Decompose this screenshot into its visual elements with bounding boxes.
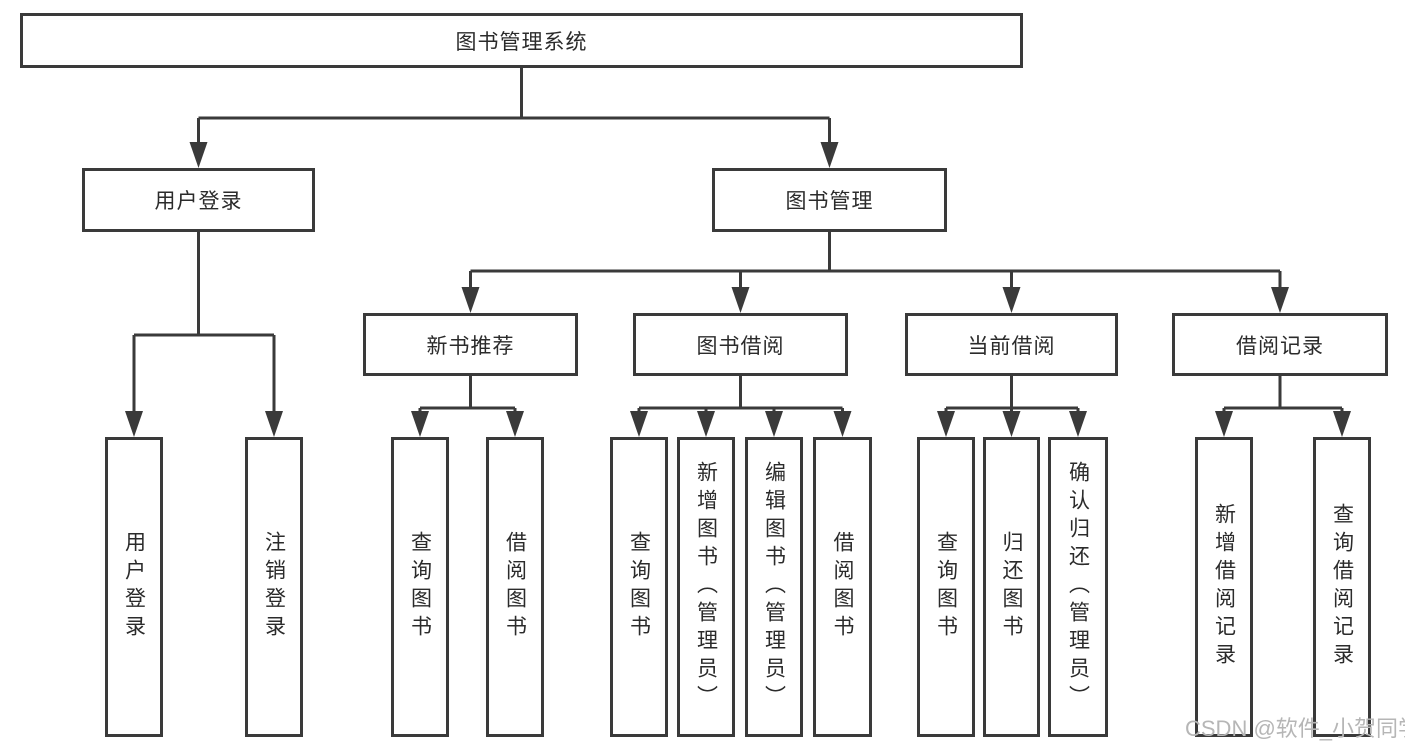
leaf-current-confirm-return-admin: 确认归还（管理员）	[1048, 437, 1108, 737]
leaf-borrow-edit-books-admin-label: 编辑图书（管理员）	[762, 461, 786, 713]
node-book-mgmt-label: 图书管理	[785, 190, 874, 213]
arrowhead-icon	[265, 411, 283, 437]
node-borrow-records: 借阅记录	[1172, 313, 1388, 376]
arrowhead-icon	[833, 411, 852, 437]
arrowhead-icon	[461, 287, 480, 313]
node-user-login: 用户登录	[82, 168, 315, 232]
connector-current-borrow-to-leaves	[937, 376, 1087, 437]
leaf-recommend-query-books-label: 查询图书	[408, 531, 432, 643]
leaf-current-query-books: 查询图书	[917, 437, 975, 737]
arrowhead-icon	[820, 142, 839, 168]
arrowhead-icon	[125, 411, 143, 437]
leaf-records-add-record-label: 新增借阅记录	[1212, 503, 1236, 671]
node-book-mgmt: 图书管理	[712, 168, 947, 232]
connector-book-borrow-to-leaves	[630, 376, 852, 437]
arrowhead-icon	[937, 411, 955, 437]
arrowhead-icon	[731, 287, 750, 313]
leaf-records-query-record-label: 查询借阅记录	[1330, 503, 1354, 671]
connector-line	[637, 376, 844, 412]
leaf-records-query-record: 查询借阅记录	[1313, 437, 1371, 737]
node-new-books: 新书推荐	[363, 313, 578, 376]
arrowhead-icon	[1002, 287, 1021, 313]
connector-line	[1222, 376, 1344, 412]
leaf-borrow-edit-books-admin: 编辑图书（管理员）	[745, 437, 803, 737]
arrowhead-icon	[1271, 287, 1289, 313]
leaf-current-return-books: 归还图书	[983, 437, 1040, 737]
leaf-current-query-books-label: 查询图书	[934, 531, 958, 643]
connector-book-mgmt-to-level3	[461, 232, 1289, 313]
node-user-login-label: 用户登录	[154, 190, 243, 213]
leaf-borrow-borrow-books: 借阅图书	[813, 437, 872, 737]
leaf-borrow-query-books-label: 查询图书	[627, 531, 651, 643]
leaf-current-return-books-label: 归还图书	[1000, 531, 1024, 643]
node-borrow-records-label: 借阅记录	[1236, 334, 1324, 358]
arrowhead-icon	[1333, 411, 1351, 437]
node-book-borrow: 图书借阅	[633, 313, 848, 376]
arrowhead-icon	[697, 411, 715, 437]
connector-line	[197, 68, 831, 143]
leaf-borrow-add-books-admin-label: 新增图书（管理员）	[694, 461, 718, 713]
arrowhead-icon	[506, 411, 524, 437]
connector-borrow-records-to-leaves	[1215, 376, 1351, 437]
leaf-borrow-add-books-admin: 新增图书（管理员）	[677, 437, 735, 737]
node-system-root: 图书管理系统	[20, 13, 1023, 68]
leaf-logout-label: 注销登录	[262, 531, 286, 643]
leaf-recommend-borrow-books: 借阅图书	[486, 437, 544, 737]
connector-line	[469, 232, 1282, 288]
arrowhead-icon	[1069, 411, 1087, 437]
connector-user-login-to-leaves	[125, 232, 283, 437]
connector-new-books-to-leaves	[411, 376, 524, 437]
leaf-user-login-label: 用户登录	[122, 531, 146, 643]
arrowhead-icon	[1002, 411, 1021, 437]
node-book-borrow-label: 图书借阅	[696, 334, 785, 358]
connector-line	[418, 376, 517, 412]
node-current-borrow: 当前借阅	[905, 313, 1118, 376]
leaf-borrow-query-books: 查询图书	[610, 437, 668, 737]
leaf-current-confirm-return-admin-label: 确认归还（管理员）	[1066, 461, 1090, 713]
watermark-text: CSDN @软件_小贺同学	[1185, 716, 1405, 741]
node-current-borrow-label: 当前借阅	[967, 334, 1056, 358]
node-system-root-label: 图书管理系统	[455, 30, 588, 54]
arrowhead-icon	[189, 142, 208, 168]
connector-line	[944, 376, 1080, 412]
node-new-books-label: 新书推荐	[426, 334, 515, 358]
connector-root-to-level2	[189, 68, 839, 168]
leaf-borrow-borrow-books-label: 借阅图书	[831, 531, 855, 643]
arrowhead-icon	[765, 411, 783, 437]
arrowhead-icon	[1215, 411, 1233, 437]
leaf-recommend-borrow-books-label: 借阅图书	[503, 531, 527, 643]
arrowhead-icon	[630, 411, 648, 437]
arrowhead-icon	[411, 411, 429, 437]
leaf-user-login: 用户登录	[105, 437, 163, 737]
leaf-logout: 注销登录	[245, 437, 303, 737]
leaf-recommend-query-books: 查询图书	[391, 437, 449, 737]
leaf-records-add-record: 新增借阅记录	[1195, 437, 1253, 737]
connector-line	[132, 232, 276, 412]
